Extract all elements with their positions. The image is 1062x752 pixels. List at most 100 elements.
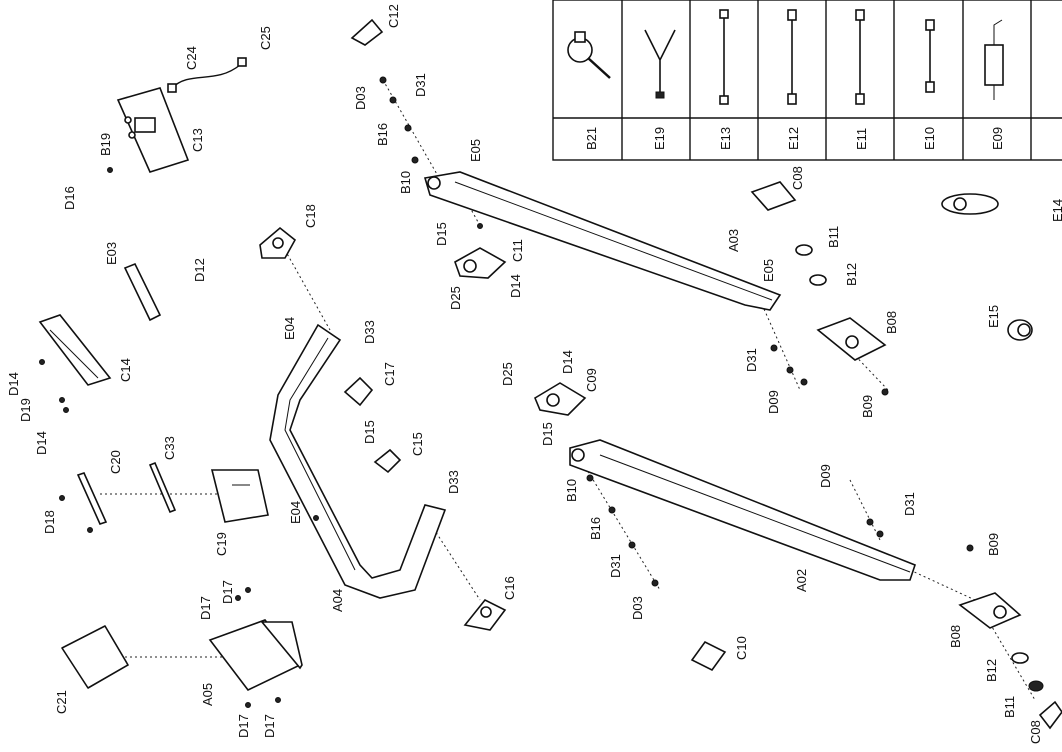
part-label: D31 <box>608 554 623 578</box>
part-label: C10 <box>734 636 749 660</box>
parts-table-code: E13 <box>718 127 733 150</box>
part-label: D33 <box>446 470 461 494</box>
bracket-c19 <box>210 469 269 523</box>
part-label: E04 <box>282 317 297 340</box>
part-label: E14 <box>1050 199 1062 222</box>
part-label: C11 <box>510 239 525 262</box>
cap-c12 <box>350 18 384 46</box>
cable-icon <box>719 9 729 105</box>
frame-bent-a04 <box>269 323 447 599</box>
part-label: D15 <box>362 420 377 444</box>
cable-icon <box>925 19 935 93</box>
part-label: D17 <box>236 714 251 738</box>
part-label: D14 <box>34 431 49 455</box>
part-label: C13 <box>190 128 205 152</box>
part-label: C08 <box>1028 720 1043 744</box>
console-c13 <box>116 87 190 173</box>
part-label: D19 <box>18 398 33 422</box>
part-label: E04 <box>288 501 303 524</box>
cap-c08 <box>750 181 797 211</box>
parts-table-code: E10 <box>922 127 937 150</box>
part-label: B16 <box>375 123 390 146</box>
parts-table-code: E11 <box>854 128 869 150</box>
part-label: A03 <box>726 229 741 252</box>
part-label: D25 <box>448 286 463 310</box>
cap-c18 <box>259 226 297 259</box>
part-label: D09 <box>766 390 781 414</box>
part-label: C14 <box>118 358 133 382</box>
part-label: B12 <box>844 263 859 286</box>
part-label: B10 <box>398 171 413 194</box>
part-label: B08 <box>884 311 899 334</box>
part-label: D18 <box>42 510 57 534</box>
washer-b12 <box>809 274 827 286</box>
part-label: D14 <box>508 274 523 298</box>
part-labels: C12 D03 D31 B16 B10 E05 C08 E14 C24 C25 … <box>6 4 1062 744</box>
part-label: D03 <box>630 596 645 620</box>
part-label: D33 <box>362 320 377 344</box>
roller-e15 <box>1007 319 1033 341</box>
part-label: B12 <box>984 659 999 682</box>
clip-c15 <box>373 448 402 474</box>
part-label: A04 <box>330 589 345 612</box>
part-label: B19 <box>98 133 113 156</box>
parts-table-code: E12 <box>786 127 801 150</box>
strip-c33 <box>148 461 177 514</box>
strip-c20 <box>76 472 108 525</box>
part-label: C24 <box>184 46 199 70</box>
part-label: B08 <box>948 625 963 648</box>
part-label: D25 <box>500 362 515 386</box>
part-label: B11 <box>1002 696 1017 718</box>
part-label: B16 <box>588 517 603 540</box>
part-label: D03 <box>353 86 368 110</box>
part-label: C19 <box>214 532 229 556</box>
parts-table: B21 E19 E13 E12 E11 E10 E09 <box>552 0 1062 161</box>
part-label: E05 <box>468 139 483 162</box>
washer-b11 <box>795 244 813 256</box>
part-label: C18 <box>303 204 318 228</box>
part-label: D15 <box>434 222 449 246</box>
part-label: D31 <box>744 348 759 372</box>
multi-tool-wrench-icon <box>567 31 611 79</box>
cable-icon <box>855 9 865 105</box>
part-label: D31 <box>413 73 428 97</box>
power-adapter-icon <box>984 19 1004 100</box>
bracket-b08 <box>816 317 887 361</box>
cap-c16 <box>463 598 507 631</box>
part-label: C12 <box>386 4 401 28</box>
part-label: A02 <box>794 569 809 592</box>
part-label: D12 <box>192 258 207 282</box>
cable-c24 <box>167 57 247 93</box>
bracket-b08 <box>958 592 1022 629</box>
cable-icon <box>787 9 797 105</box>
part-label: B11 <box>826 226 841 248</box>
part-label: B09 <box>860 395 875 418</box>
part-label: C17 <box>382 362 397 386</box>
part-label: D16 <box>62 186 77 210</box>
pad-c21 <box>61 625 129 689</box>
sensor-e14 <box>941 193 999 215</box>
parts-table-code: E09 <box>990 127 1005 150</box>
part-label: C09 <box>584 368 599 392</box>
clip-c17 <box>343 376 374 407</box>
part-label: C08 <box>790 166 805 190</box>
part-label: C21 <box>54 690 69 714</box>
part-label: D17 <box>220 580 235 604</box>
part-label: A05 <box>200 683 215 706</box>
part-label: D15 <box>540 422 555 446</box>
parts-table-code: B21 <box>584 127 599 150</box>
part-label: D14 <box>560 350 575 374</box>
part-label: C16 <box>502 576 517 600</box>
cap-c09 <box>533 382 587 416</box>
frame-tube-a03 <box>423 171 782 311</box>
parts-table-code: E19 <box>652 127 667 150</box>
part-label: D31 <box>902 492 917 516</box>
washer-b11 <box>1028 680 1044 692</box>
part-label: C33 <box>162 436 177 460</box>
part-label: D17 <box>262 714 277 738</box>
part-label: C15 <box>410 432 425 456</box>
part-label: C25 <box>258 26 273 50</box>
part-label: D14 <box>6 372 21 396</box>
part-label: E05 <box>761 259 776 282</box>
